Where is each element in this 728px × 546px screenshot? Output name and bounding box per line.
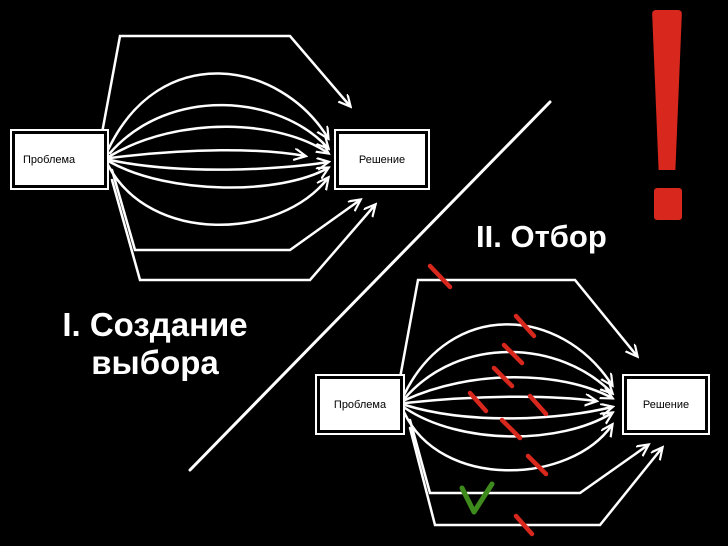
- diagram2-paths: [398, 278, 662, 527]
- d2-path-straight: [403, 397, 596, 403]
- d2-path-arc-6: [402, 410, 612, 472]
- cross-out-marks: [427, 263, 549, 537]
- d1-path-arc-3: [108, 125, 328, 158]
- diagonal-divider: [188, 100, 552, 472]
- cross-mark-5: [467, 390, 489, 414]
- d2-path-outer-top: [398, 278, 637, 380]
- cross-mark-8: [525, 453, 549, 477]
- d1-path-outer-bottom: [110, 178, 375, 282]
- solution-box-1: Решение: [334, 129, 430, 190]
- caption-selection: II. Отбор: [476, 219, 607, 254]
- d2-path-arc-2: [403, 350, 612, 400]
- exclamation-dot: [654, 188, 682, 220]
- caption-creation-line1: I. Создание: [62, 306, 248, 343]
- d1-path-arc-1: [106, 72, 328, 152]
- d1-path-arc-6: [106, 163, 328, 226]
- cross-mark-2: [513, 313, 537, 339]
- d2-path-arc-3: [403, 376, 612, 402]
- problem-box-2: Проблема: [315, 374, 405, 435]
- d1-path-straight: [108, 150, 305, 158]
- check-mark-icon: [459, 481, 495, 515]
- exclamation-icon: [644, 10, 692, 230]
- d2-path-lower: [408, 418, 648, 495]
- d2-path-outer-bottom: [408, 426, 662, 527]
- cross-mark-6: [527, 393, 549, 417]
- cross-mark-7: [499, 417, 523, 441]
- solution-box-1-label: Решение: [358, 153, 406, 166]
- diagram1-paths: [100, 34, 375, 282]
- problem-box-2-label: Проблема: [333, 398, 387, 411]
- d2-path-arc-4: [403, 405, 612, 420]
- d2-path-arc-1: [402, 323, 612, 397]
- problem-box-1: Проблема: [10, 129, 109, 190]
- d1-path-arc-2: [108, 103, 328, 155]
- solution-box-2-label: Решение: [642, 398, 690, 411]
- cross-mark-1: [427, 263, 453, 290]
- d1-path-outer-top: [100, 34, 350, 135]
- d1-path-lower: [110, 168, 360, 252]
- cross-mark-3: [501, 342, 525, 366]
- cross-mark-4: [491, 365, 515, 389]
- solution-box-2: Решение: [622, 374, 710, 435]
- d1-path-arc-5: [108, 160, 328, 189]
- cross-mark-9: [513, 513, 535, 537]
- caption-creation: I. Создание выбора: [40, 306, 270, 382]
- d2-path-arc-5: [403, 406, 612, 438]
- caption-creation-line2: выбора: [91, 344, 219, 381]
- exclamation-bar: [652, 10, 682, 170]
- problem-box-1-label: Проблема: [23, 153, 76, 166]
- d1-path-arc-4: [108, 160, 328, 171]
